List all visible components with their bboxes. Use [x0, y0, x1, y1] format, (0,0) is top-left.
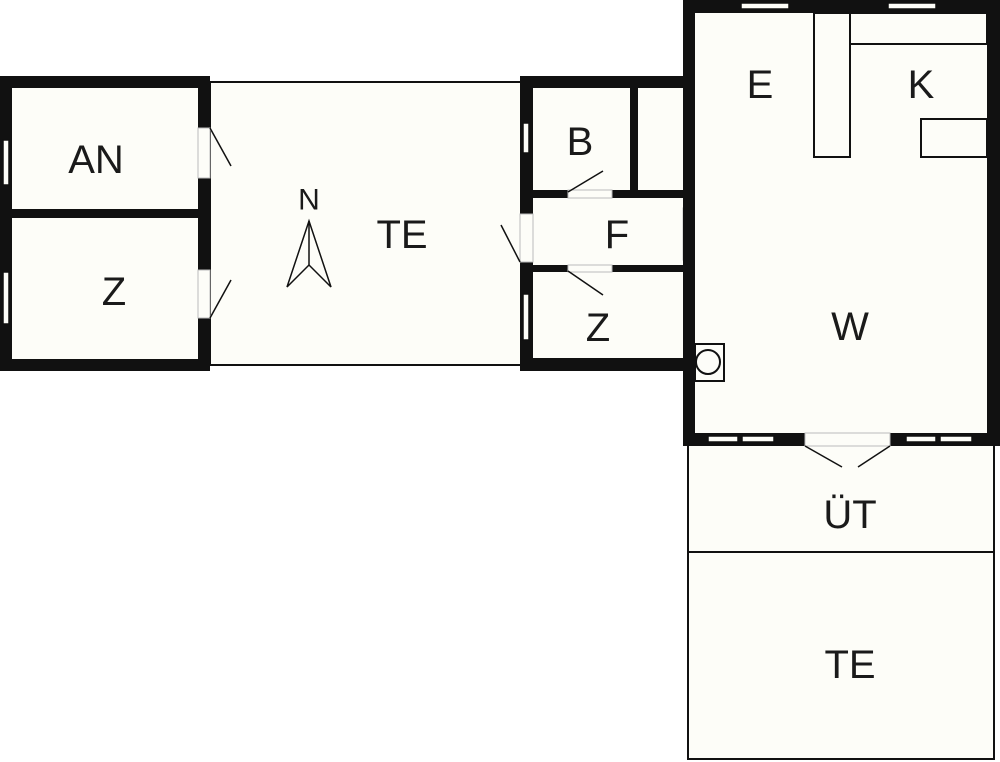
- window-b: [522, 122, 530, 154]
- terrace-door: [804, 432, 891, 447]
- door-z-middle: [567, 264, 613, 273]
- window-bottom-2: [741, 435, 775, 443]
- north-label: N: [298, 184, 320, 217]
- label-w: W: [831, 305, 869, 349]
- door-swing-z-left: [209, 279, 232, 319]
- window-an: [2, 139, 10, 186]
- label-e: E: [747, 63, 774, 107]
- room-f: [533, 198, 683, 265]
- label-z-left: Z: [102, 270, 126, 314]
- covered-terrace: [687, 444, 995, 553]
- label-z-middle: Z: [586, 306, 610, 350]
- terrace-middle: [209, 81, 523, 366]
- door-swing-terrace-right: [857, 445, 891, 468]
- door-swing-z-middle: [567, 270, 604, 296]
- label-f: F: [605, 213, 629, 257]
- door-b: [567, 189, 613, 199]
- door-z-left: [197, 269, 211, 319]
- room-w: [695, 13, 987, 433]
- label-k: K: [908, 63, 935, 107]
- door-swing-b: [567, 170, 604, 193]
- label-te-middle: TE: [376, 213, 427, 257]
- window-bottom-1: [707, 435, 739, 443]
- window-z-left: [2, 271, 10, 325]
- stove-icon: [694, 343, 725, 382]
- door-swing-terrace-left: [804, 445, 843, 468]
- door-an: [197, 127, 211, 179]
- closet: [638, 88, 683, 190]
- kitchen-counter-column: [813, 12, 851, 158]
- door-swing-f-left: [500, 224, 521, 263]
- label-an: AN: [68, 138, 124, 182]
- kitchen-appliance: [920, 118, 988, 158]
- label-ut: ÜT: [823, 493, 876, 537]
- label-b: B: [567, 120, 594, 164]
- north-arrow-icon: [286, 218, 332, 288]
- window-bottom-4: [939, 435, 973, 443]
- window-bottom-3: [905, 435, 937, 443]
- room-an: [12, 88, 198, 209]
- label-te-bottom: TE: [824, 643, 875, 687]
- room-b: [533, 88, 630, 190]
- door-f-left: [519, 213, 534, 263]
- room-z-middle: [533, 272, 683, 358]
- terrace-bottom: [687, 551, 995, 760]
- door-swing-an: [209, 127, 232, 167]
- room-z-left: [12, 218, 198, 359]
- window-top-2: [887, 2, 937, 10]
- window-z-middle: [522, 293, 530, 341]
- kitchen-counter-top: [849, 12, 988, 45]
- window-top-1: [740, 2, 790, 10]
